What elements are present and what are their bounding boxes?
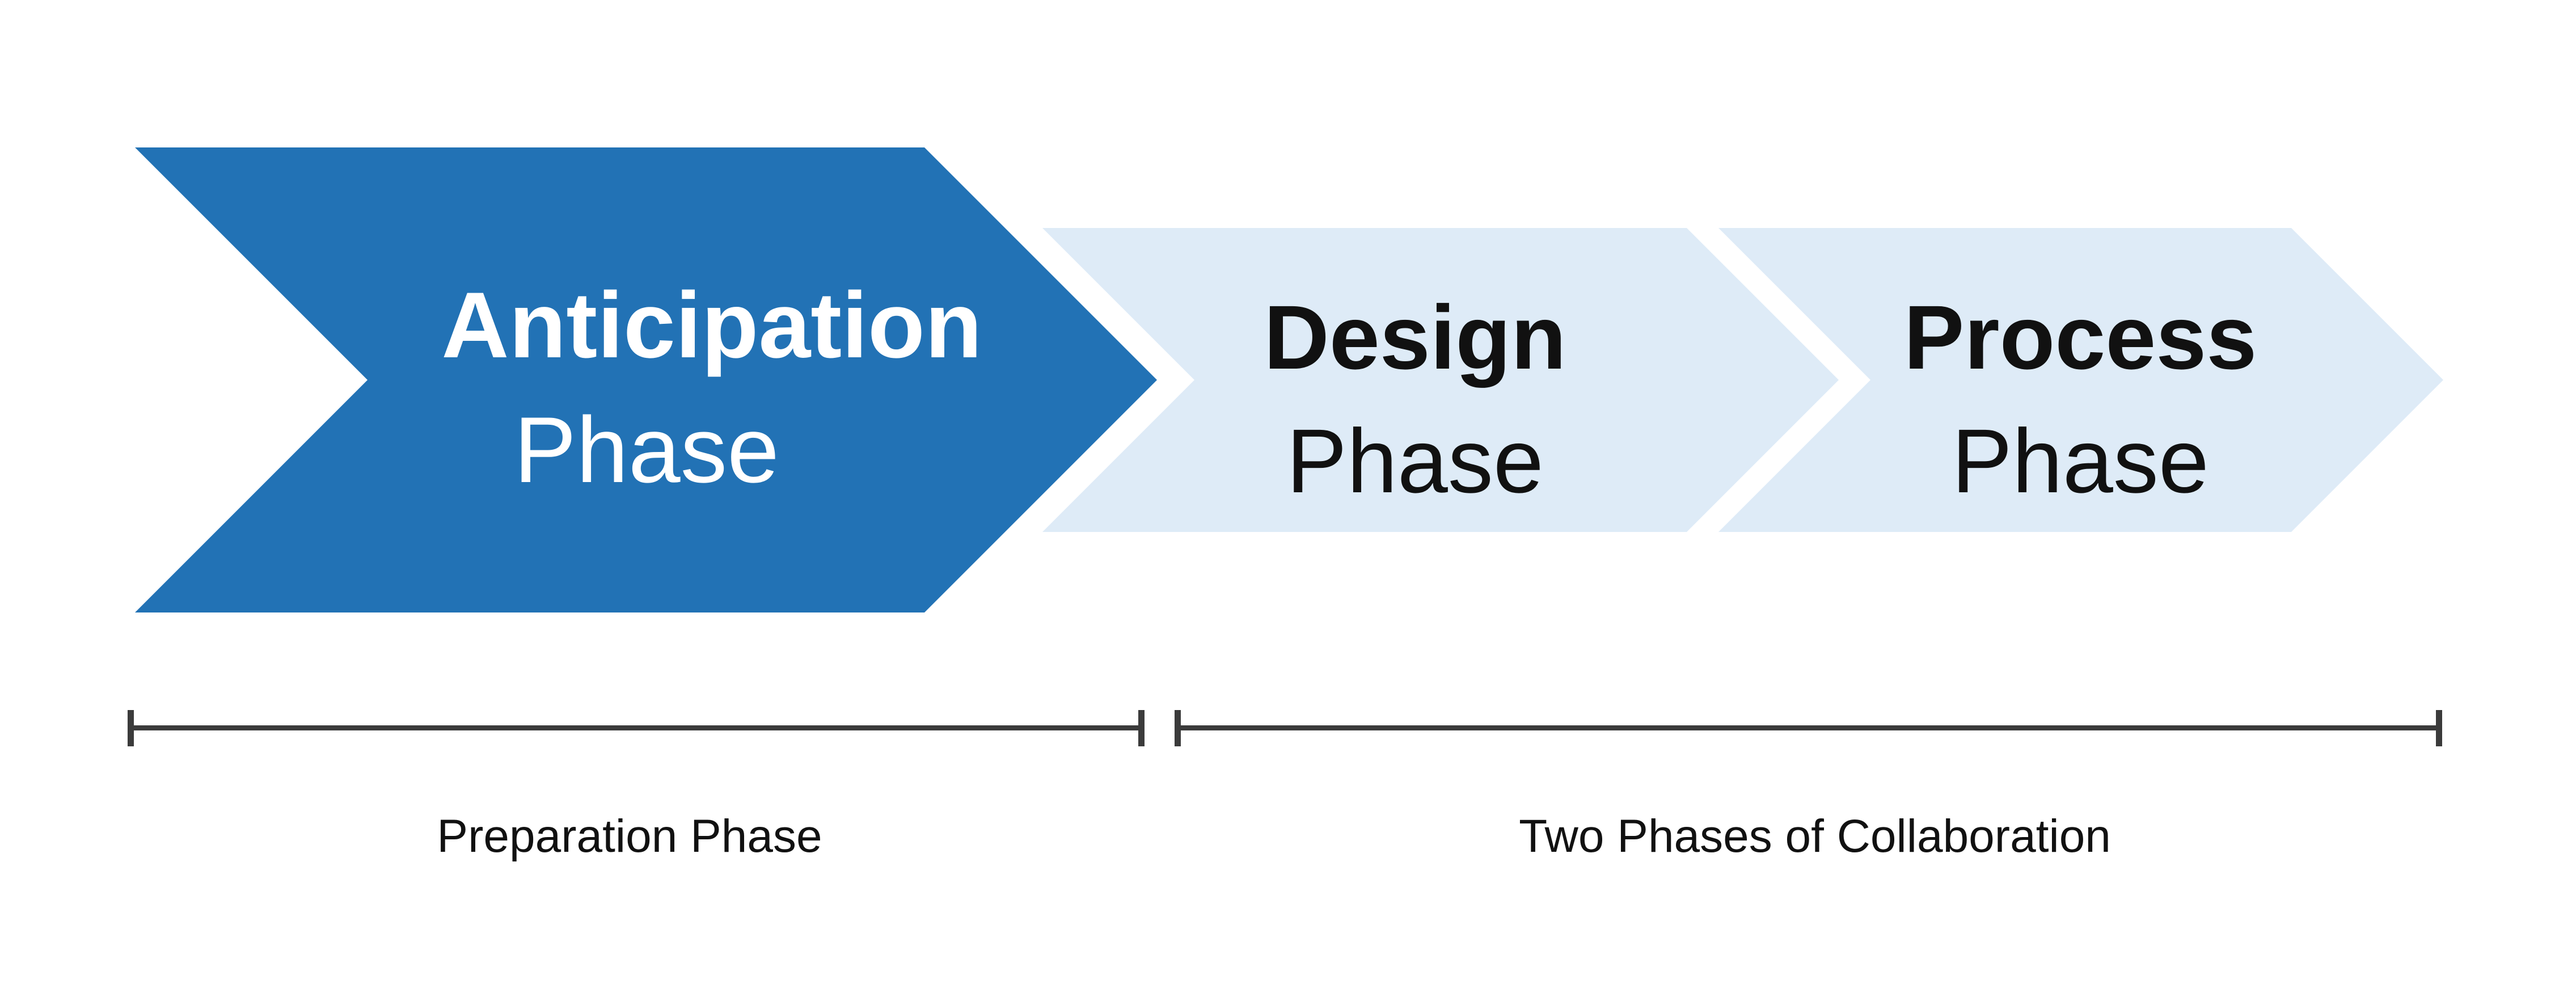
design-phase-title: Design (1264, 286, 1566, 388)
phase-arrows: Anticipation Phase Design Phase Process … (135, 147, 2443, 612)
collaboration-span-label: Two Phases of Collaboration (1519, 810, 2111, 862)
process-phase-subtitle: Phase (1952, 410, 2209, 512)
collaboration-bracket-right-tick (2436, 710, 2442, 746)
design-phase-subtitle: Phase (1286, 410, 1544, 512)
anticipation-phase-title: Anticipation (441, 273, 982, 377)
preparation-bracket-line (130, 725, 1141, 730)
design-phase-arrow-shape (1042, 228, 1839, 532)
preparation-span-bracket: Preparation Phase (128, 710, 1145, 862)
collaboration-span-bracket: Two Phases of Collaboration (1175, 710, 2442, 862)
collaboration-bracket-left-tick (1175, 710, 1181, 746)
preparation-bracket-left-tick (128, 710, 134, 746)
preparation-span-label: Preparation Phase (437, 810, 822, 862)
process-phase-arrow-shape (1718, 228, 2443, 532)
anticipation-phase-arrow-shape (135, 147, 1157, 612)
preparation-bracket-right-tick (1138, 710, 1145, 746)
process-phase-title: Process (1904, 286, 2257, 388)
collaboration-bracket-line (1177, 725, 2442, 730)
anticipation-phase-subtitle: Phase (514, 398, 779, 502)
